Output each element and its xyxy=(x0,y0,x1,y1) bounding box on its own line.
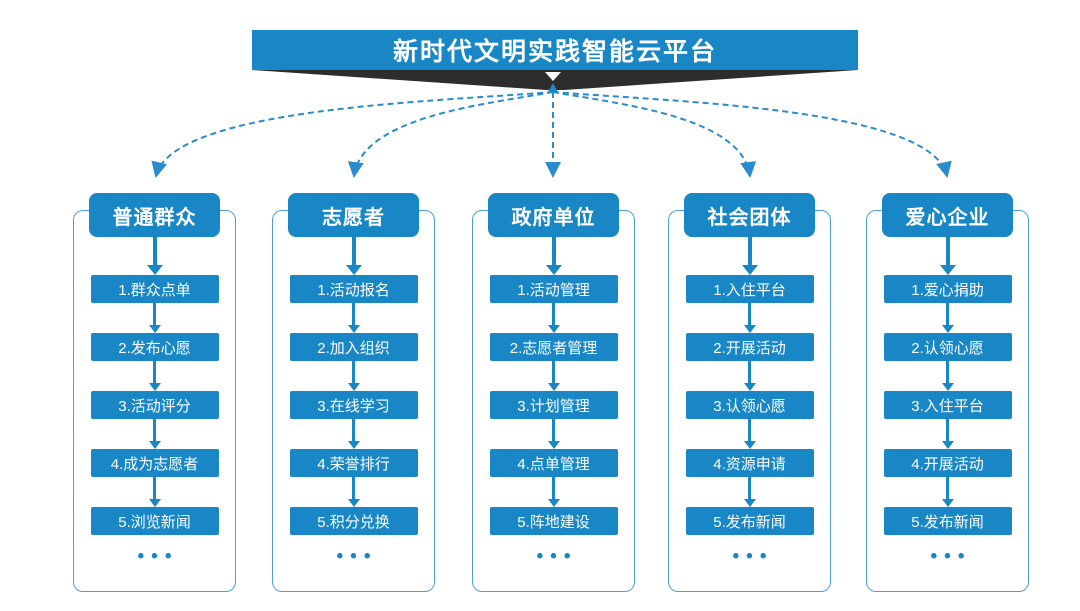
flow-step: 5.阵地建设 xyxy=(489,507,618,535)
arrow-down-icon xyxy=(148,419,161,449)
flow-step: 3.入住平台 xyxy=(883,391,1012,419)
arrow-down-icon xyxy=(345,237,362,275)
flow-step: 4.资源申请 xyxy=(685,449,814,477)
flow-step: 1.活动报名 xyxy=(289,275,418,303)
arrow-down-icon xyxy=(347,477,360,507)
arrow-down-icon xyxy=(941,303,954,333)
more-ellipsis: ••• xyxy=(536,546,578,567)
arrow-down-icon xyxy=(347,419,360,449)
flow-step: 1.爱心捐助 xyxy=(883,275,1012,303)
arrow-down-icon xyxy=(941,361,954,391)
arrow-down-icon xyxy=(148,361,161,391)
column-header-enterprise: 爱心企业 xyxy=(882,193,1013,237)
arrow-down-icon xyxy=(347,303,360,333)
connector-to-volunteer xyxy=(347,91,554,178)
flow-step: 2.加入组织 xyxy=(289,333,418,361)
arrow-down-icon xyxy=(743,361,756,391)
flow-step: 5.浏览新闻 xyxy=(90,507,219,535)
connector-to-social-group xyxy=(552,91,757,178)
column-social-group: 社会团体 1.入住平台 2.开展活动 3.认领心愿 4.资源申请 5.发布新闻 … xyxy=(668,193,831,597)
arrow-down-icon xyxy=(146,237,163,275)
arrow-down-icon xyxy=(743,419,756,449)
more-ellipsis: ••• xyxy=(732,546,774,567)
flow-step: 2.认领心愿 xyxy=(883,333,1012,361)
arrow-down-icon xyxy=(545,237,562,275)
flow-step: 3.活动评分 xyxy=(90,391,219,419)
flow-step: 2.志愿者管理 xyxy=(489,333,618,361)
flow-step: 2.开展活动 xyxy=(685,333,814,361)
more-ellipsis: ••• xyxy=(137,546,179,567)
connector-to-enterprise xyxy=(552,91,952,178)
arrow-down-icon xyxy=(743,477,756,507)
connector-to-general-public xyxy=(151,91,554,178)
arrow-down-icon xyxy=(547,303,560,333)
flow-step: 3.认领心愿 xyxy=(685,391,814,419)
flow-step: 3.计划管理 xyxy=(489,391,618,419)
flow-step: 5.发布新闻 xyxy=(685,507,814,535)
arrow-down-icon xyxy=(547,361,560,391)
flow-step: 4.成为志愿者 xyxy=(90,449,219,477)
arrow-down-icon xyxy=(148,303,161,333)
flow-step: 5.发布新闻 xyxy=(883,507,1012,535)
column-volunteer: 志愿者 1.活动报名 2.加入组织 3.在线学习 4.荣誉排行 5.积分兑换 •… xyxy=(272,193,435,597)
platform-title-bar: 新时代文明实践智能云平台 xyxy=(252,30,858,70)
wedge-down-arrow-icon xyxy=(545,72,561,81)
column-header-general-public: 普通群众 xyxy=(89,193,220,237)
column-header-government: 政府单位 xyxy=(488,193,619,237)
column-general-public: 普通群众 1.群众点单 2.发布心愿 3.活动评分 4.成为志愿者 5.浏览新闻… xyxy=(73,193,236,597)
column-enterprise: 爱心企业 1.爱心捐助 2.认领心愿 3.入住平台 4.开展活动 5.发布新闻 … xyxy=(866,193,1029,597)
more-ellipsis: ••• xyxy=(336,546,378,567)
column-header-social-group: 社会团体 xyxy=(684,193,815,237)
arrow-down-icon xyxy=(741,237,758,275)
flow-step: 1.入住平台 xyxy=(685,275,814,303)
arrow-down-icon xyxy=(941,477,954,507)
column-header-volunteer: 志愿者 xyxy=(288,193,419,237)
flow-step: 5.积分兑换 xyxy=(289,507,418,535)
arrow-down-icon xyxy=(148,477,161,507)
flow-step: 4.荣誉排行 xyxy=(289,449,418,477)
platform-title: 新时代文明实践智能云平台 xyxy=(392,38,717,66)
flow-step: 4.开展活动 xyxy=(883,449,1012,477)
arrow-down-icon xyxy=(941,419,954,449)
arrow-down-icon xyxy=(743,303,756,333)
arrow-down-icon xyxy=(547,477,560,507)
flow-step: 1.活动管理 xyxy=(489,275,618,303)
arrow-down-icon xyxy=(547,419,560,449)
more-ellipsis: ••• xyxy=(930,546,972,567)
flow-step: 4.点单管理 xyxy=(489,449,618,477)
flow-step: 3.在线学习 xyxy=(289,391,418,419)
column-government: 政府单位 1.活动管理 2.志愿者管理 3.计划管理 4.点单管理 5.阵地建设… xyxy=(472,193,635,597)
arrow-down-icon xyxy=(939,237,956,275)
flow-step: 1.群众点单 xyxy=(90,275,219,303)
flow-step: 2.发布心愿 xyxy=(90,333,219,361)
arrow-down-icon xyxy=(347,361,360,391)
